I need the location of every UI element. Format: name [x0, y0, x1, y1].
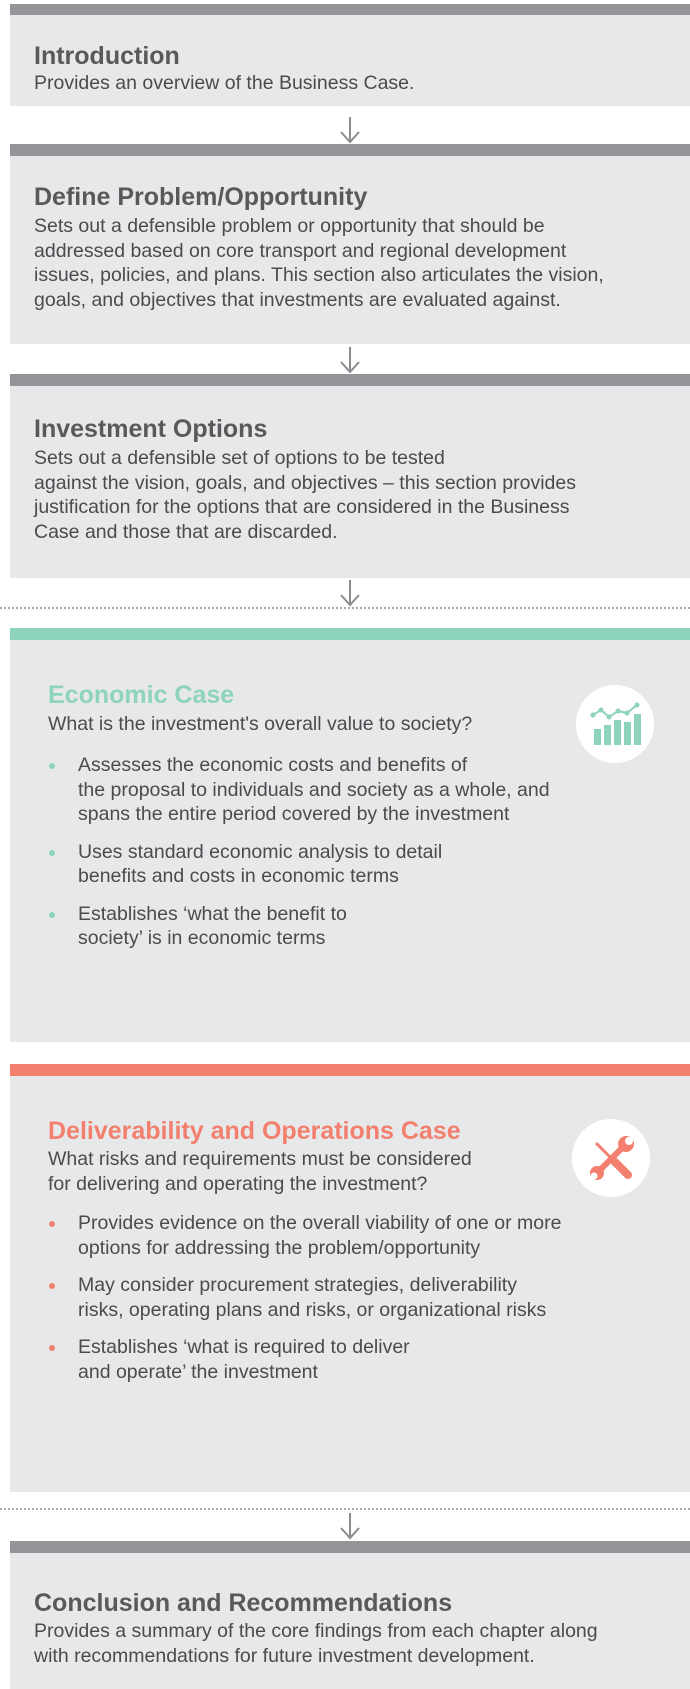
bullet-dot	[49, 849, 55, 856]
list-item: Establishes ‘what the benefit to society…	[48, 902, 550, 951]
section-divider	[0, 607, 690, 609]
investment-options-description: Sets out a defensible set of options to …	[34, 447, 576, 543]
bullet-dot	[49, 1345, 55, 1351]
bullet-dot	[49, 1283, 55, 1289]
investment-options-card: Investment Options Sets out a defensible…	[10, 374, 690, 578]
header-bar	[10, 1064, 690, 1076]
wrench-screwdriver-icon	[590, 1136, 634, 1180]
economic-case-bullets: Assesses the economic costs and benefits…	[48, 753, 550, 964]
economic-case-title: Economic Case	[48, 681, 235, 709]
header-bar	[10, 374, 690, 386]
economic-case-question: What is the investment's overall value t…	[48, 713, 473, 735]
list-item: Establishes ‘what is required to deliver…	[48, 1335, 561, 1384]
investment-options-title: Investment Options	[34, 415, 268, 443]
bullet-dot	[49, 911, 55, 918]
down-arrow-icon	[340, 1513, 360, 1540]
deliverability-case-card: Deliverability and Operations Case What …	[10, 1064, 690, 1492]
list-item: Assesses the economic costs and benefits…	[48, 753, 550, 827]
header-bar	[10, 4, 690, 15]
conclusion-card: Conclusion and Recommendations Provides …	[10, 1541, 690, 1689]
define-problem-card: Define Problem/Opportunity Sets out a de…	[10, 144, 690, 344]
define-problem-title: Define Problem/Opportunity	[34, 183, 368, 211]
deliverability-case-question: What risks and requirements must be cons…	[48, 1148, 472, 1195]
list-item: Provides evidence on the overall viabili…	[48, 1211, 561, 1260]
introduction-title: Introduction	[34, 42, 180, 70]
list-item: May consider procurement strategies, del…	[48, 1273, 561, 1322]
economic-case-card: Economic Case What is the investment's o…	[10, 628, 690, 1042]
section-divider	[0, 1508, 690, 1510]
header-bar	[10, 144, 690, 156]
conclusion-title: Conclusion and Recommendations	[34, 1589, 453, 1617]
down-arrow-icon	[340, 580, 360, 607]
define-problem-description: Sets out a defensible problem or opportu…	[34, 215, 604, 311]
growth-chart-icon	[590, 702, 641, 745]
header-bar	[10, 628, 690, 640]
header-bar	[10, 1541, 690, 1553]
deliverability-icon-badge	[572, 1119, 650, 1197]
down-arrow-icon	[340, 117, 360, 144]
conclusion-description: Provides a summary of the core findings …	[34, 1620, 598, 1667]
down-arrow-icon	[340, 347, 360, 374]
introduction-description: Provides an overview of the Business Cas…	[34, 72, 415, 94]
bullet-dot	[49, 1221, 55, 1227]
bullet-dot	[49, 763, 55, 769]
deliverability-case-title: Deliverability and Operations Case	[48, 1117, 461, 1145]
list-item: Uses standard economic analysis to detai…	[48, 840, 550, 889]
introduction-card: Introduction Provides an overview of the…	[10, 4, 690, 106]
deliverability-case-bullets: Provides evidence on the overall viabili…	[48, 1211, 561, 1397]
economic-icon-badge	[576, 685, 654, 763]
